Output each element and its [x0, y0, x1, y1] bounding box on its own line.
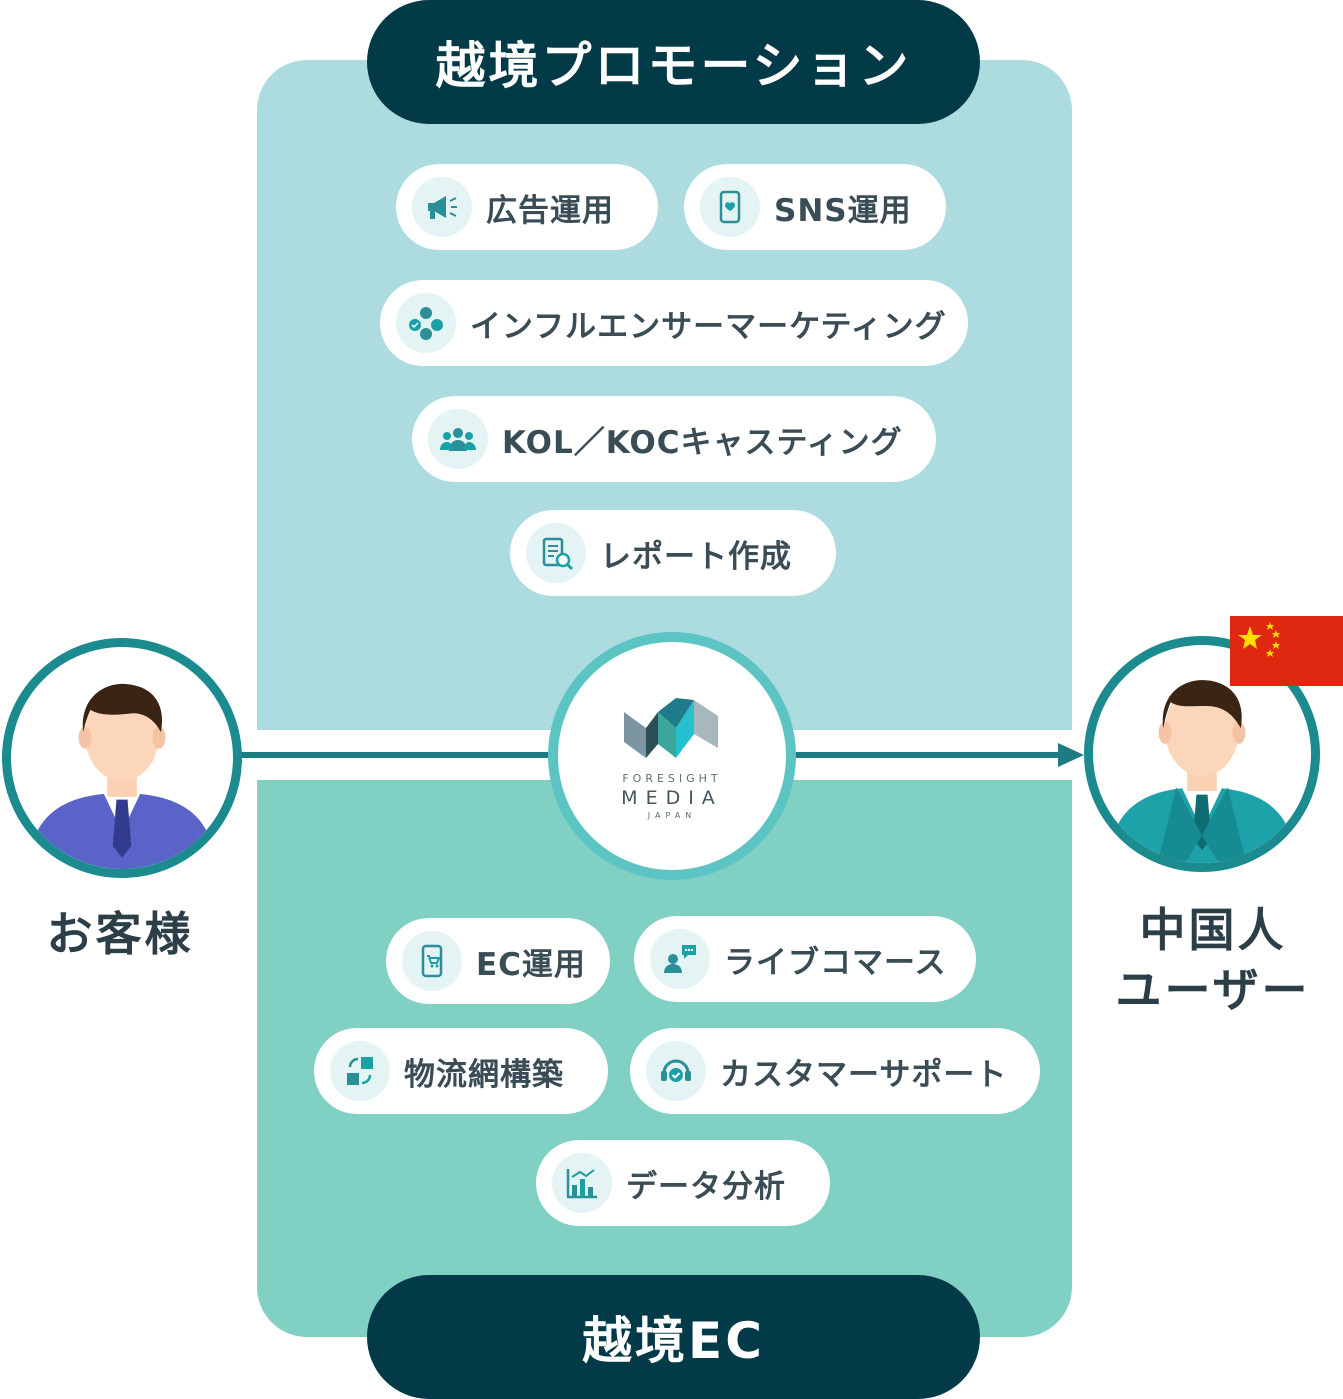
businessman-avatar-icon: [29, 683, 215, 869]
arrow-head-icon: [1058, 743, 1084, 767]
phone-cart-icon: [402, 931, 462, 991]
service-label: SNS運用: [774, 192, 912, 229]
promotion-panel: [257, 60, 1072, 730]
smartphone-heart-icon: [700, 177, 760, 237]
ec-title: 越境EC: [367, 1275, 980, 1399]
service-sns-operation: SNS運用: [684, 164, 946, 250]
service-logistics-network: 物流網構築: [314, 1028, 608, 1114]
china-flag-icon: [1230, 616, 1343, 686]
logistics-boxes-icon: [330, 1041, 390, 1101]
service-label: ライブコマース: [724, 944, 947, 981]
connector-line-left: [238, 752, 550, 758]
service-ad-operation: 広告運用: [396, 164, 658, 250]
service-label: データ分析: [626, 1168, 786, 1205]
service-live-commerce: ライブコマース: [634, 916, 976, 1002]
service-data-analysis: データ分析: [536, 1140, 830, 1226]
service-label: KOL／KOCキャスティング: [502, 424, 903, 461]
businessman-avatar-icon: [1109, 680, 1295, 863]
service-label: EC運用: [476, 946, 586, 983]
foresight-media-logo: FORESIGHT MEDIA JAPAN: [548, 632, 796, 880]
bar-chart-icon: [552, 1153, 612, 1213]
service-label: 物流網構築: [404, 1056, 564, 1093]
chinese-user-label-line2: ユーザー: [1115, 963, 1311, 1017]
people-group-icon: [428, 409, 488, 469]
megaphone-icon: [412, 177, 472, 237]
customer-avatar: [2, 638, 242, 878]
live-chat-icon: [650, 929, 710, 989]
service-label: カスタマーサポート: [720, 1056, 1008, 1093]
headset-check-icon: [646, 1041, 706, 1101]
service-ec-operation: EC運用: [386, 918, 610, 1004]
service-influencer-marketing: インフルエンサーマーケティング: [380, 280, 968, 366]
chinese-user-label-line1: 中国人: [1139, 903, 1287, 957]
chinese-user-avatar: [1084, 636, 1320, 872]
customer-label: お客様: [46, 907, 194, 961]
connector-line-right: [794, 752, 1060, 758]
logo-text-japan: JAPAN: [647, 811, 697, 820]
logo-text-media: MEDIA: [621, 787, 723, 809]
service-report-creation: レポート作成: [510, 510, 836, 596]
report-search-icon: [526, 523, 586, 583]
service-label: 広告運用: [486, 192, 614, 229]
service-customer-support: カスタマーサポート: [630, 1028, 1040, 1114]
foresight-media-logo-mark: [624, 698, 718, 758]
promotion-title: 越境プロモーション: [367, 0, 980, 124]
logo-text-foresight: FORESIGHT: [622, 772, 722, 785]
chinese-user-label: 中国人 ユーザー: [1098, 900, 1328, 1020]
influencer-network-icon: [396, 293, 456, 353]
service-label: インフルエンサーマーケティング: [470, 308, 947, 345]
service-label: レポート作成: [600, 538, 792, 575]
service-kol-koc-casting: KOL／KOCキャスティング: [412, 396, 936, 482]
